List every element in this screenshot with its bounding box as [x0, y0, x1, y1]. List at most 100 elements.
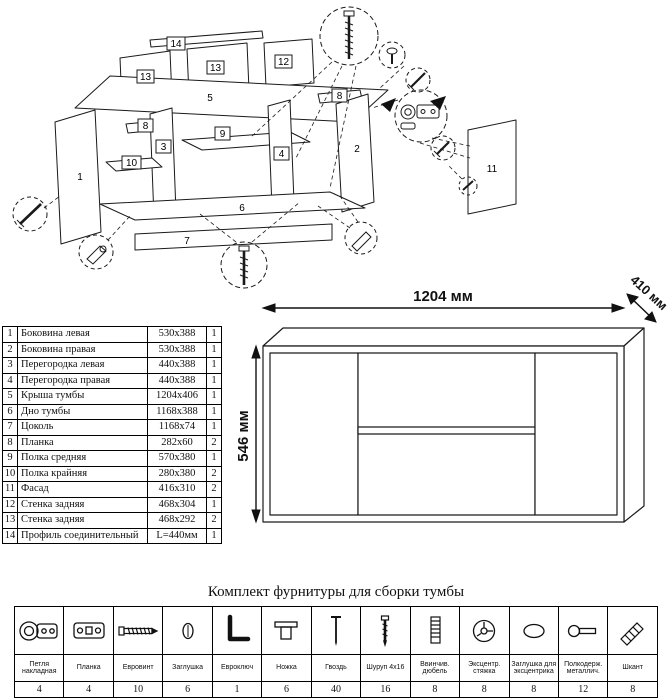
table-row: 8 Планка 282x60 2 [2, 434, 222, 451]
part-label-9: 9 [214, 126, 231, 141]
table-row: 6 Дно тумбы 1168x388 1 [2, 403, 222, 420]
part-num-cell: 5 [2, 388, 18, 405]
part-num-cell: 8 [2, 434, 18, 451]
part-name-cell: Перегородка левая [17, 357, 148, 374]
hardware-name-cell: Ножка [261, 654, 312, 682]
callout-connector-screw [319, 6, 379, 66]
svg-text:8: 8 [143, 121, 149, 132]
part-label-13: 13 [206, 60, 225, 75]
callout-plug [378, 41, 406, 69]
part-qty-cell: 2 [206, 465, 222, 482]
part-label-7: 7 [184, 236, 190, 247]
cam-cap-icon [523, 623, 545, 638]
hardware-icon-cell [13, 606, 65, 655]
part-label-4: 4 [273, 146, 290, 161]
hardware-name-cell: Заглушка [162, 654, 213, 682]
hardware-icon-cell [211, 606, 263, 655]
hardware-qty-cell: 12 [557, 681, 609, 698]
part-num-cell: 10 [2, 465, 18, 482]
hardware-icon-cell [459, 606, 510, 655]
width-dimension-label: 1204 мм [413, 288, 473, 305]
part-name-cell: Фасад [17, 481, 148, 498]
hardware-qty-cell: 10 [112, 681, 164, 698]
svg-text:3: 3 [161, 142, 167, 153]
callout-small-screw [405, 67, 431, 93]
part-label-2: 2 [354, 144, 360, 155]
part-name-cell: Профиль соединительный [17, 527, 148, 544]
hardware-icon-cell [261, 606, 312, 655]
hardware-icon-cell [112, 606, 164, 655]
table-row: 11 Фасад 416x310 2 [2, 481, 222, 498]
mounting-plate-icon [73, 621, 105, 639]
parts-list-table: 1 Боковина левая 530x388 1 2 Боковина пр… [2, 326, 222, 544]
part-name-cell: Полка крайняя [17, 465, 148, 482]
hardware-qty-cell: 6 [261, 681, 312, 698]
part-label-3: 3 [155, 139, 172, 154]
exploded-assembly-diagram: 14 13 13 12 5 8 8 [12, 6, 517, 289]
svg-text:6: 6 [239, 203, 245, 214]
screw-icon [381, 614, 390, 647]
part-labels: 14 13 13 12 5 8 8 [77, 36, 498, 247]
part-num-cell: 1 [2, 326, 18, 343]
part-size-cell: 440x388 [147, 372, 207, 389]
height-dimension-label: 546 мм [235, 410, 252, 461]
hardware-kit-title: Комплект фурнитуры для сборки тумбы [207, 584, 465, 600]
part-size-cell: 282x60 [147, 434, 207, 451]
table-row: 5 Крыша тумбы 1204x406 1 [2, 388, 222, 405]
callout-shelf-pin [458, 176, 478, 196]
callout-eccentric-dowel [78, 234, 114, 270]
part-name-cell: Стенка задняя [17, 496, 148, 513]
part-num-cell: 7 [2, 419, 18, 436]
leader-lines [43, 61, 471, 243]
callout-confirmat-left [12, 196, 48, 232]
callout-wood-dowel [344, 221, 378, 255]
hardware-table: Петля накладная Планка Евровинт Заглушка… [13, 606, 658, 698]
part-name-cell: Полка средняя [17, 450, 148, 467]
part-label-1: 1 [77, 172, 83, 183]
arrow-icon [430, 96, 446, 110]
wood-dowel-icon [619, 621, 644, 646]
part-size-cell: 530x388 [147, 341, 207, 358]
left-side-panel [54, 109, 102, 245]
hardware-icon-cell [409, 606, 461, 655]
assembled-cabinet-drawing: 1204 мм 410 мм 546 мм [235, 272, 671, 524]
hardware-icon-cell [607, 606, 658, 655]
part-qty-cell: 1 [206, 372, 222, 389]
table-row: 7 Цоколь 1168x74 1 [2, 419, 222, 436]
svg-text:10: 10 [126, 158, 138, 169]
part-size-cell: 468x292 [147, 512, 207, 529]
svg-text:14: 14 [170, 39, 182, 50]
hardware-name-cell: Гвоздь [310, 654, 362, 682]
part-label-14: 14 [166, 36, 186, 51]
hardware-qty-cell: 8 [409, 681, 461, 698]
callout-hinge [394, 89, 448, 143]
svg-text:2: 2 [354, 144, 360, 155]
hardware-qty-cell: 40 [310, 681, 362, 698]
part-qty-cell: 2 [206, 434, 222, 451]
hardware-name-cell: Эксцентр. стяжка [459, 654, 510, 682]
svg-text:11: 11 [487, 164, 498, 175]
part-num-cell: 11 [2, 481, 18, 498]
table-row: 10 Полка крайняя 280x380 2 [2, 465, 222, 482]
part-qty-cell: 1 [206, 496, 222, 513]
part-name-cell: Дно тумбы [17, 403, 148, 420]
middle-shelf-edge [357, 426, 536, 435]
part-qty-cell: 1 [206, 403, 222, 420]
hardware-name-cell: Шуруп 4x16 [360, 654, 411, 682]
svg-text:5: 5 [207, 93, 213, 104]
part-size-cell: 416x310 [147, 481, 207, 498]
hardware-qty-row: 4 4 10 6 1 6 40 16 8 8 8 12 8 [13, 681, 658, 698]
shelf-pin-icon [568, 624, 597, 637]
hardware-qty-cell: 1 [211, 681, 263, 698]
dimension-arrows [251, 293, 657, 524]
part-name-cell: Перегородка правая [17, 372, 148, 389]
direction-arrows [381, 96, 446, 112]
part-qty-cell: 1 [206, 419, 222, 436]
hardware-icons-row [13, 606, 658, 655]
hardware-name-cell: Шкант [607, 654, 658, 682]
callout-small-screw-2 [430, 135, 456, 161]
part-label-8: 8 [331, 88, 348, 103]
part-num-cell: 13 [2, 512, 18, 529]
arrow-icon [381, 98, 396, 112]
